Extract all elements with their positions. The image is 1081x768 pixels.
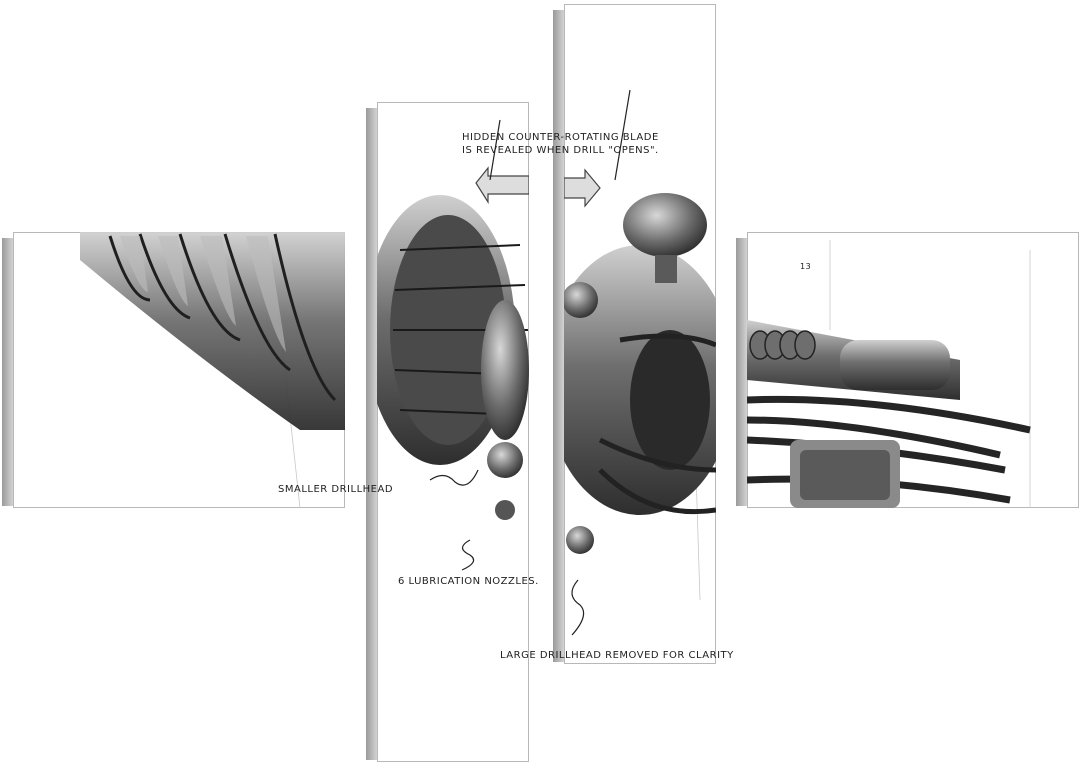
central-housing <box>545 193 735 554</box>
panel-2-side-edge <box>366 108 378 760</box>
annotation-callout-number: 13 <box>800 262 812 271</box>
annotation-hidden-blade-1: Hidden Counter-rotating blade <box>462 132 659 143</box>
panel-1-side-edge <box>2 238 14 506</box>
annotation-large-drillhead: Large drillhead removed for clarity <box>500 650 734 661</box>
annotation-hidden-blade-2: is revealed when drill "opens". <box>462 145 659 156</box>
annotation-lubrication-nozzles: 6 lubrication nozzles. <box>398 576 539 587</box>
panel-4-side-edge <box>736 238 748 506</box>
annotation-smaller-drillhead: Smaller drillhead <box>278 484 394 495</box>
counter-rotating-blade-ring <box>365 195 529 520</box>
hydraulic-hoses <box>746 320 1031 508</box>
double-arrow-annotation <box>475 166 601 208</box>
screw-drill-bit <box>80 232 345 430</box>
panel-3-side-edge <box>553 10 565 662</box>
